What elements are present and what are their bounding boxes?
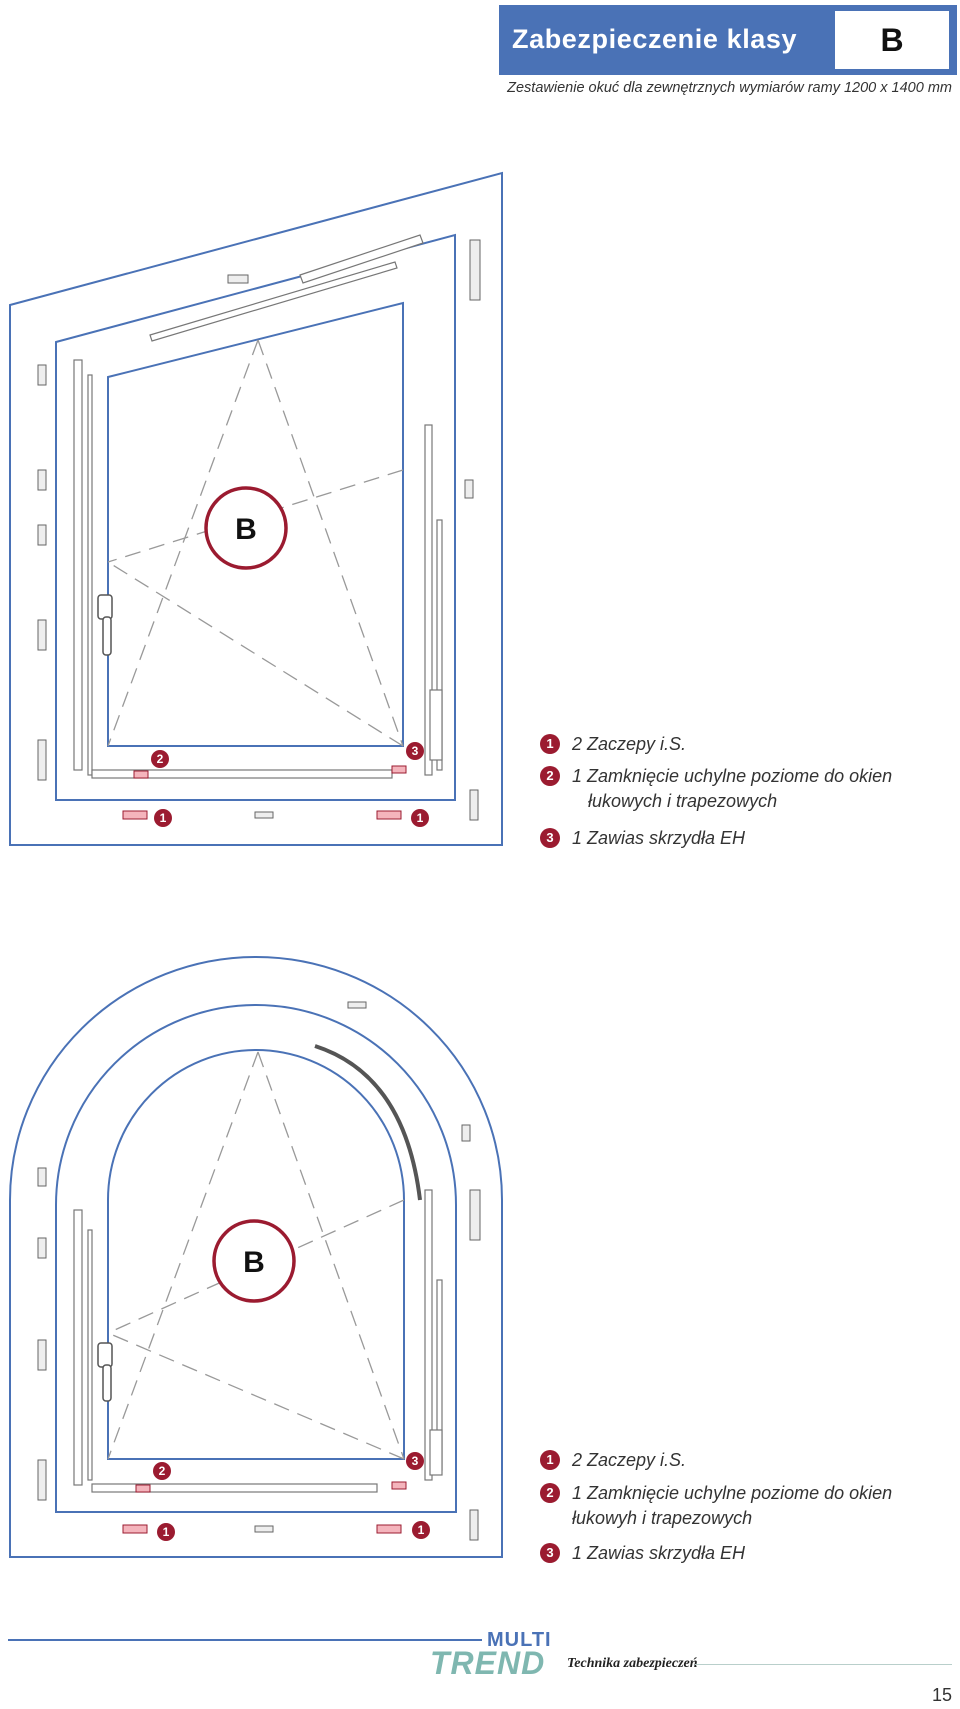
footer-divider-left bbox=[8, 1639, 482, 1641]
svg-text:1: 1 bbox=[163, 1525, 170, 1539]
svg-text:1: 1 bbox=[418, 1523, 425, 1537]
svg-text:2: 2 bbox=[159, 1464, 166, 1478]
legend-item: 2 1 Zamknięcie uchylne poziome do okien … bbox=[540, 764, 892, 814]
header-banner: Zabezpieczenie klasy B bbox=[499, 5, 957, 75]
svg-text:B: B bbox=[243, 1246, 265, 1279]
logo-tagline: Technika zabezpieczeń bbox=[567, 1656, 698, 1671]
handle-icon bbox=[97, 1342, 113, 1402]
legend-item: 3 1 Zawias skrzydła EH bbox=[540, 1541, 745, 1566]
handle-icon bbox=[97, 594, 113, 656]
middle-frame-outline bbox=[55, 1004, 457, 1513]
legend-text: 1 Zamknięcie uchylne poziome do okien bbox=[572, 766, 893, 786]
header-title: Zabezpieczenie klasy bbox=[512, 24, 798, 54]
legend-text-line2: łukowyh i trapezowych bbox=[572, 1508, 753, 1528]
legend-number: 3 bbox=[540, 1543, 560, 1563]
legend-text: 2 Zaczepy i.S. bbox=[572, 1450, 687, 1470]
trapezoid-window-diagram: B 2 3 1 1 bbox=[9, 171, 503, 846]
legend-text-line2: łukowych i trapezowych bbox=[588, 791, 778, 811]
svg-text:3: 3 bbox=[412, 744, 419, 758]
legend-item: 1 2 Zaczepy i.S. bbox=[540, 732, 686, 757]
strikers bbox=[122, 1481, 407, 1534]
class-b-badge: B bbox=[204, 486, 288, 570]
legend-number: 1 bbox=[540, 1450, 560, 1470]
legend-number: 2 bbox=[540, 766, 560, 786]
svg-text:3: 3 bbox=[412, 1454, 419, 1468]
subtitle: Zestawienie okuć dla zewnętrznych wymiar… bbox=[507, 80, 952, 96]
outer-frame-outline bbox=[9, 171, 503, 846]
legend-number: 3 bbox=[540, 828, 560, 848]
legend-text: 2 Zaczepy i.S. bbox=[572, 734, 687, 754]
logo-trend: TREND bbox=[430, 1645, 546, 1681]
frame-keepers bbox=[37, 239, 481, 821]
legend-text: 1 Zawias skrzydła EH bbox=[572, 1543, 746, 1563]
legend-number: 2 bbox=[540, 1483, 560, 1503]
class-b-badge: B bbox=[212, 1219, 296, 1303]
svg-text:2: 2 bbox=[157, 752, 164, 766]
callout-markers: 2 3 1 1 bbox=[151, 742, 429, 827]
header-class-box: B bbox=[835, 11, 949, 69]
legend-number: 1 bbox=[540, 734, 560, 754]
svg-text:1: 1 bbox=[417, 811, 424, 825]
page-number: 15 bbox=[932, 1685, 953, 1705]
legend-text: 1 Zamknięcie uchylne poziome do okien bbox=[572, 1483, 893, 1503]
sash-outline bbox=[107, 1049, 405, 1460]
hardware-rails bbox=[73, 234, 443, 779]
legend-text: 1 Zawias skrzydła EH bbox=[572, 828, 746, 848]
frame-keepers bbox=[37, 1001, 481, 1541]
arched-window-diagram: B 2 3 1 1 bbox=[9, 956, 503, 1558]
hardware-rails bbox=[73, 1044, 443, 1493]
logo-multi: MULTI bbox=[487, 1629, 552, 1651]
svg-text:B: B bbox=[235, 513, 257, 546]
legend-item: 1 2 Zaczepy i.S. bbox=[540, 1448, 686, 1473]
outer-frame-outline bbox=[9, 956, 503, 1558]
legend-item: 2 1 Zamknięcie uchylne poziome do okien … bbox=[540, 1481, 892, 1531]
callout-markers: 2 3 1 1 bbox=[153, 1452, 430, 1541]
footer-divider-right bbox=[695, 1664, 952, 1665]
legend-item: 3 1 Zawias skrzydła EH bbox=[540, 826, 745, 851]
svg-text:1: 1 bbox=[160, 811, 167, 825]
strikers bbox=[122, 765, 407, 820]
